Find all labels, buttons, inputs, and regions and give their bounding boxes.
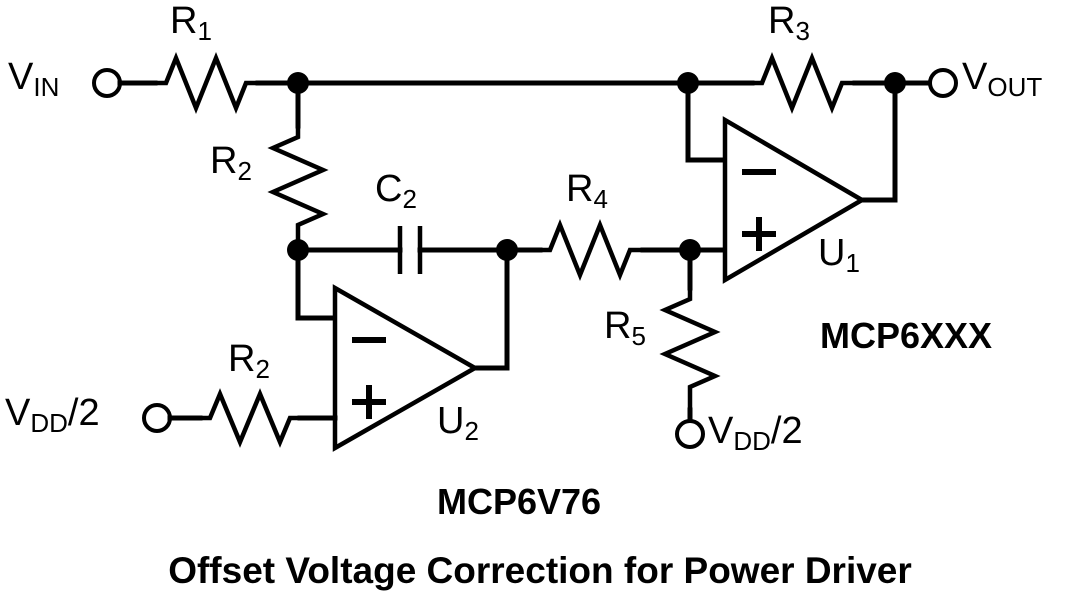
r5-label-sub: 5	[631, 321, 646, 351]
wire-u2-output-to-nodeD	[472, 247, 510, 371]
c2-label: C2	[375, 168, 417, 214]
vin-terminal-circle[interactable]	[92, 68, 122, 98]
r3-label-sub: 3	[795, 16, 810, 46]
u2-label-sub: 2	[464, 416, 479, 446]
r4-label: R4	[566, 168, 608, 214]
vin-terminal-group	[92, 68, 122, 98]
vout-terminal-circle[interactable]	[928, 68, 958, 98]
c2-label-main: C	[375, 168, 403, 210]
u2-label: U2	[437, 400, 479, 446]
r2-vertical-label: R2	[210, 140, 252, 186]
r4-label-sub: 4	[593, 184, 608, 214]
r1-label-sub: 1	[197, 16, 212, 46]
resistor-r2-bottom-symbol	[200, 388, 300, 448]
resistor-r2-vertical-symbol	[267, 126, 329, 250]
vdd-half-left-label-sub: DD	[30, 408, 68, 438]
r2-bottom-label: R2	[228, 338, 270, 384]
resistor-r4-symbol	[540, 218, 643, 282]
r3-label: R3	[768, 0, 810, 46]
vdd-half-right-terminal-circle[interactable]	[675, 419, 705, 449]
r5-label: R5	[604, 305, 646, 351]
r1-label: R1	[170, 0, 212, 46]
r5-label-main: R	[604, 305, 632, 347]
vin-label-main: V	[8, 56, 34, 98]
vdd-half-right-label: VDD/2	[708, 410, 803, 456]
u1-part-number-label: MCP6XXX	[820, 315, 993, 356]
vdd-half-left-label-main: V	[5, 392, 31, 434]
vdd-half-right-label-sub: DD	[733, 426, 771, 456]
u2-part-number-label: MCP6V76	[437, 481, 602, 522]
vin-label: VIN	[8, 56, 60, 102]
vdd-half-left-label-suffix: /2	[67, 392, 100, 434]
r2-bottom-label-main: R	[228, 338, 256, 380]
resistor-r1-symbol	[155, 51, 258, 115]
resistor-r3-symbol	[752, 51, 855, 115]
u1-label: U1	[818, 232, 860, 278]
vout-label-main: V	[962, 56, 988, 98]
u2-label-main: U	[437, 400, 465, 442]
vin-label-sub: IN	[33, 72, 60, 102]
r1-label-main: R	[170, 0, 198, 42]
u1-label-sub: 1	[845, 248, 860, 278]
vdd-half-right-label-suffix: /2	[770, 410, 803, 452]
resistor-r5-symbol	[659, 288, 721, 410]
r2-bottom-label-sub: 2	[255, 354, 270, 384]
vout-label: VOUT	[962, 56, 1043, 102]
vdd-half-left-terminal-circle[interactable]	[142, 403, 172, 433]
vdd-half-right-label-main: V	[708, 410, 734, 452]
r3-label-main: R	[768, 0, 796, 42]
wire-u1-output-to-vout	[859, 80, 898, 203]
r2-vertical-label-sub: 2	[237, 156, 252, 186]
u1-label-main: U	[818, 232, 846, 274]
c2-label-sub: 2	[402, 184, 417, 214]
wire-nodeC-to-u2-inverting	[295, 247, 338, 321]
r2-vertical-label-main: R	[210, 140, 238, 182]
wire-nodeB-to-u1-inverting	[685, 80, 728, 163]
vdd-half-left-label: VDD/2	[5, 392, 100, 438]
r4-label-main: R	[566, 168, 594, 210]
figure-title: Offset Voltage Correction for Power Driv…	[168, 550, 912, 591]
vout-label-sub: OUT	[987, 72, 1043, 102]
